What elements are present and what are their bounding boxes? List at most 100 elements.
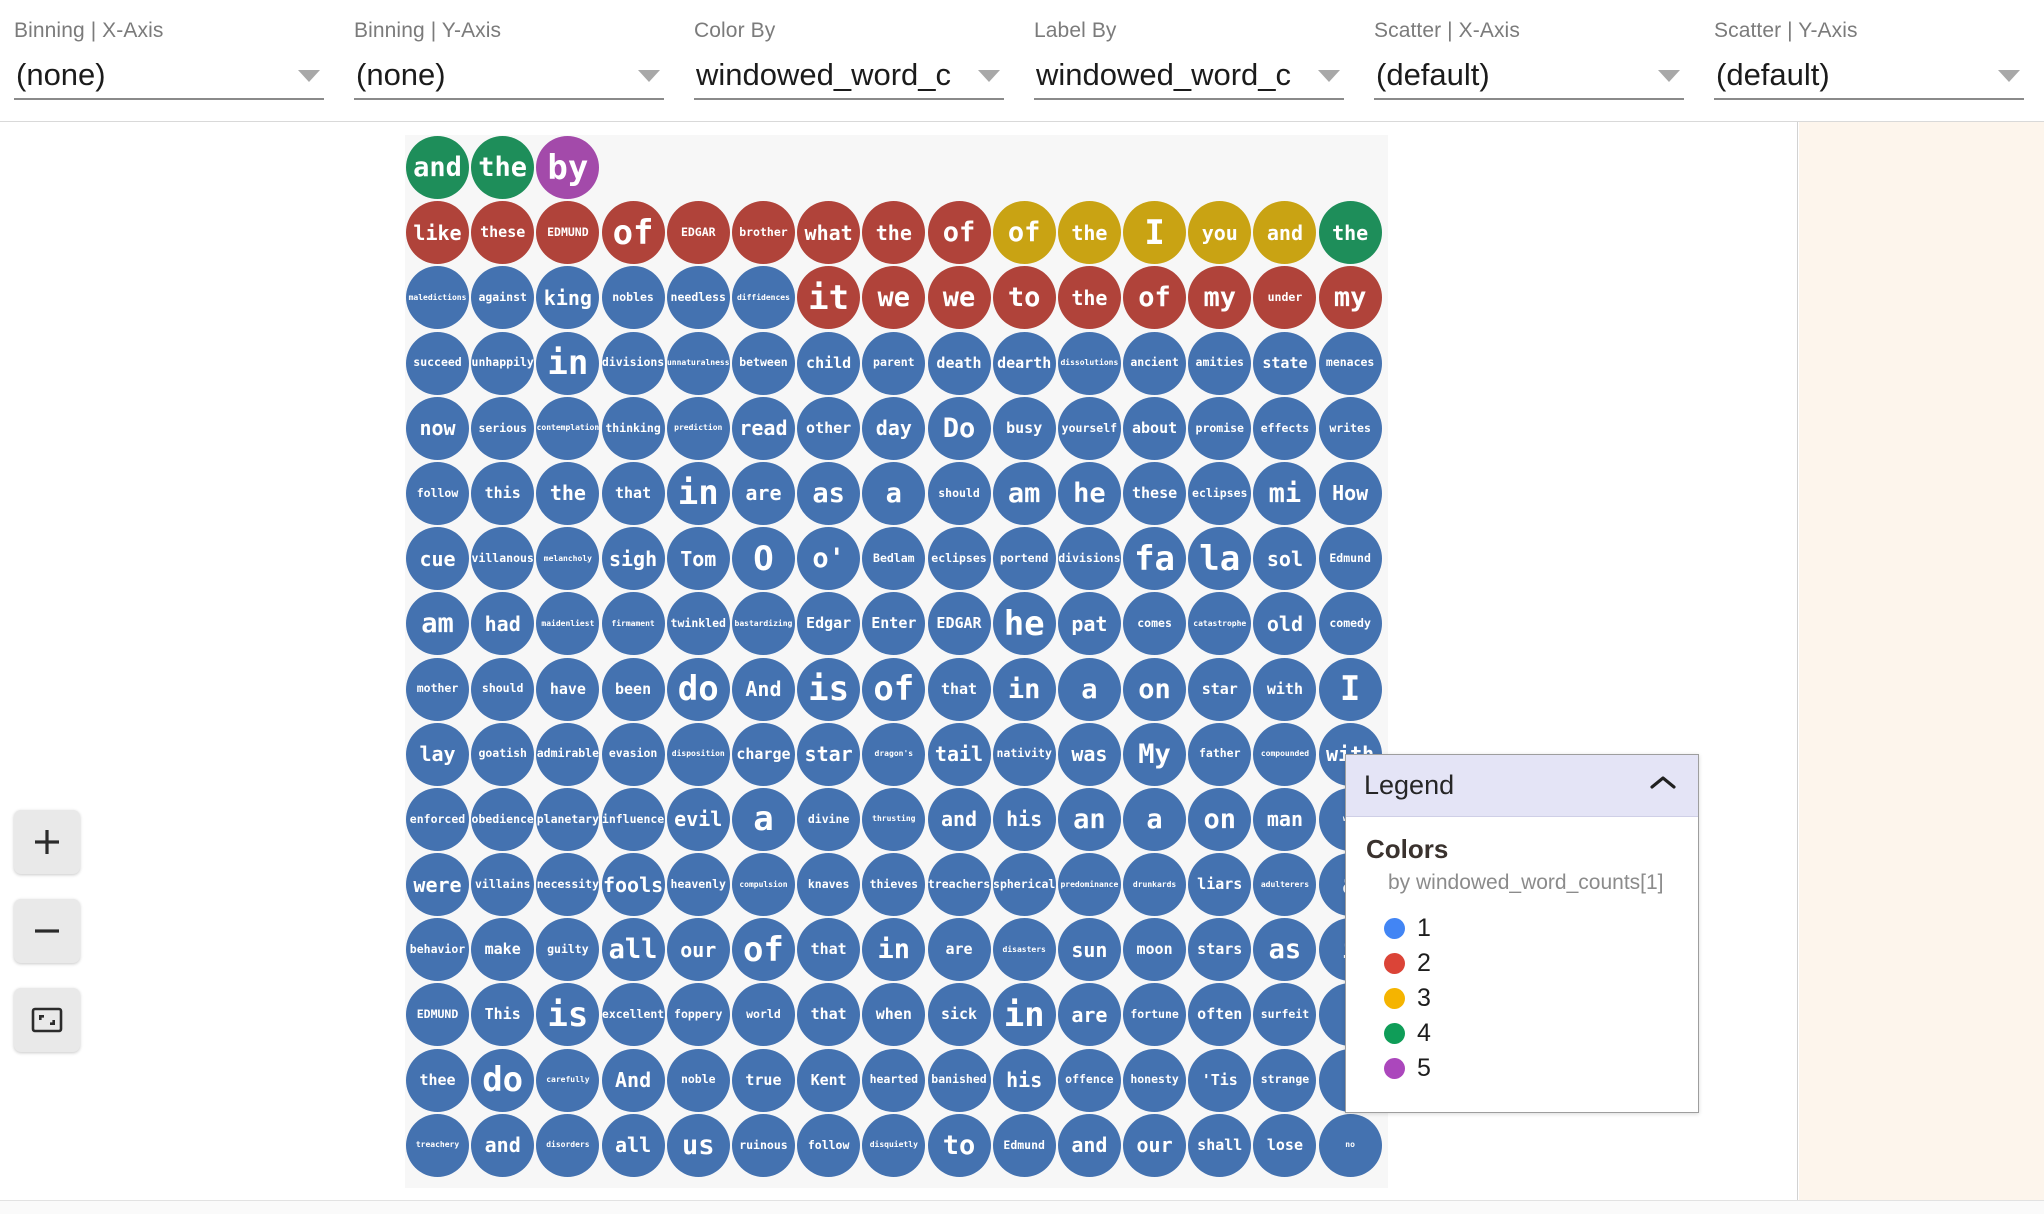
bubble-point[interactable]: do [471, 1048, 535, 1112]
bubble-point[interactable]: star [797, 722, 861, 786]
bubble-point[interactable]: compulsion [731, 853, 795, 917]
bubble-point[interactable]: of [601, 201, 665, 265]
bubble-point[interactable]: menaces [1318, 331, 1382, 395]
bubble-point[interactable]: of [1123, 266, 1187, 330]
bubble-point[interactable]: my [1318, 266, 1382, 330]
legend-item[interactable]: 5 [1384, 1051, 1678, 1085]
bubble-point[interactable]: we [927, 266, 991, 330]
bubble-point[interactable]: now [406, 396, 469, 460]
bubble-point[interactable]: our [666, 918, 730, 982]
bubble-point[interactable]: Kent [797, 1048, 861, 1112]
scatter-y-axis-field[interactable]: Scatter | Y-Axis (default) [1714, 18, 2024, 100]
bubble-point[interactable]: EDGAR [927, 592, 991, 656]
bubble-point[interactable]: stars [1188, 918, 1252, 982]
bubble-point[interactable]: parent [862, 331, 926, 395]
bubble-point[interactable]: when [862, 983, 926, 1047]
bubble-point[interactable]: hearted [862, 1048, 926, 1112]
bubble-point[interactable]: villanous [471, 527, 535, 591]
bubble-point[interactable]: to [927, 1113, 991, 1177]
bubble-point[interactable]: it [797, 266, 861, 330]
bubble-point[interactable]: compounded [1253, 722, 1317, 786]
bubble-point[interactable]: surfeit [1253, 983, 1317, 1047]
bubble-point[interactable]: his [992, 787, 1056, 851]
legend-header[interactable]: Legend [1346, 755, 1698, 817]
chevron-up-icon[interactable] [1650, 775, 1676, 796]
bubble-point[interactable]: Edmund [1318, 527, 1382, 591]
legend-panel[interactable]: Legend Colors by windowed_word_counts[1]… [1345, 754, 1699, 1113]
bubble-point[interactable]: effects [1253, 396, 1317, 460]
chevron-down-icon[interactable] [1318, 70, 1340, 82]
bubble-point[interactable]: evil [666, 787, 730, 851]
bubble-point[interactable]: against [471, 266, 535, 330]
bubble-point[interactable]: divisions [601, 331, 665, 395]
bubble-point[interactable]: EDMUND [536, 201, 600, 265]
bubble-point[interactable]: and [1253, 201, 1317, 265]
bubble-point[interactable]: goatish [471, 722, 535, 786]
bubble-point[interactable]: brother [731, 201, 795, 265]
bubble-point[interactable]: drunkards [1123, 853, 1187, 917]
bubble-point[interactable]: offence [1057, 1048, 1121, 1112]
bubble-point[interactable]: in [992, 983, 1056, 1047]
bubble-point[interactable]: like [406, 201, 469, 265]
bubble-point[interactable]: an [1057, 787, 1121, 851]
bubble-point[interactable]: the [1057, 266, 1121, 330]
scatter-y-axis-select[interactable]: (default) [1714, 50, 2024, 100]
bubble-point[interactable]: cue [406, 527, 469, 591]
bubble-point[interactable]: is [797, 657, 861, 721]
binning-y-axis-select[interactable]: (none) [354, 50, 664, 100]
bubble-point[interactable]: he [1057, 461, 1121, 525]
bubble-point[interactable]: Edmund [992, 1113, 1056, 1177]
color-by-select[interactable]: windowed_word_c [694, 50, 1004, 100]
bubble-point[interactable]: in [666, 461, 730, 525]
bubble-point[interactable]: and [471, 1113, 535, 1177]
bubble-point[interactable]: father [1188, 722, 1252, 786]
bubble-point[interactable]: firmament [601, 592, 665, 656]
bubble-point[interactable]: shall [1188, 1113, 1252, 1177]
bubble-point[interactable]: thieves [862, 853, 926, 917]
bubble-point[interactable]: obedience [471, 787, 535, 851]
chevron-down-icon[interactable] [298, 70, 320, 82]
bubble-point[interactable]: a [862, 461, 926, 525]
bubble-point[interactable]: star [1188, 657, 1252, 721]
bubble-point[interactable]: bastardizing [731, 592, 795, 656]
bubble-point[interactable]: mi [1253, 461, 1317, 525]
bubble-point[interactable]: EDGAR [666, 201, 730, 265]
bubble-point[interactable]: the [1318, 201, 1382, 265]
bubble-point[interactable]: evasion [601, 722, 665, 786]
bubble-point[interactable]: all [601, 1113, 665, 1177]
bubble-point[interactable]: moon [1123, 918, 1187, 982]
bubble-point[interactable]: day [862, 396, 926, 460]
bubble-point[interactable]: maidenliest [536, 592, 600, 656]
bubble-point[interactable]: contemplation [536, 396, 600, 460]
bubble-point[interactable]: And [731, 657, 795, 721]
bubble-point[interactable]: guilty [536, 918, 600, 982]
bubble-point[interactable]: have [536, 657, 600, 721]
bubble-point[interactable]: these [471, 201, 535, 265]
bubble-point[interactable]: follow [406, 461, 469, 525]
bubble-point[interactable]: sigh [601, 527, 665, 591]
bubble-point[interactable]: mother [406, 657, 469, 721]
bubble-point[interactable]: king [536, 266, 600, 330]
bubble-point[interactable]: portend [992, 527, 1056, 591]
bubble-point[interactable]: of [927, 201, 991, 265]
bubble-point[interactable]: thrusting [862, 787, 926, 851]
color-by-field[interactable]: Color By windowed_word_c [694, 18, 1004, 100]
bubble-point[interactable]: thinking [601, 396, 665, 460]
bubble-point[interactable]: Do [927, 396, 991, 460]
bubble-point[interactable]: a [731, 787, 795, 851]
bubble-point[interactable]: nobles [601, 266, 665, 330]
bubble-point[interactable]: to [992, 266, 1056, 330]
bubble-point[interactable]: fools [601, 853, 665, 917]
bubble-point[interactable]: behavior [406, 918, 469, 982]
bubble-point[interactable]: that [797, 918, 861, 982]
legend-item[interactable]: 1 [1384, 911, 1678, 945]
bubble-point[interactable]: am [992, 461, 1056, 525]
bubble-point[interactable]: sun [1057, 918, 1121, 982]
bubble-point[interactable]: my [1188, 266, 1252, 330]
bubble-point[interactable]: planetary [536, 787, 600, 851]
bubble-point[interactable]: Tom [666, 527, 730, 591]
bubble-point[interactable]: I [1123, 201, 1187, 265]
legend-item[interactable]: 4 [1384, 1016, 1678, 1050]
bubble-point[interactable]: old [1253, 592, 1317, 656]
